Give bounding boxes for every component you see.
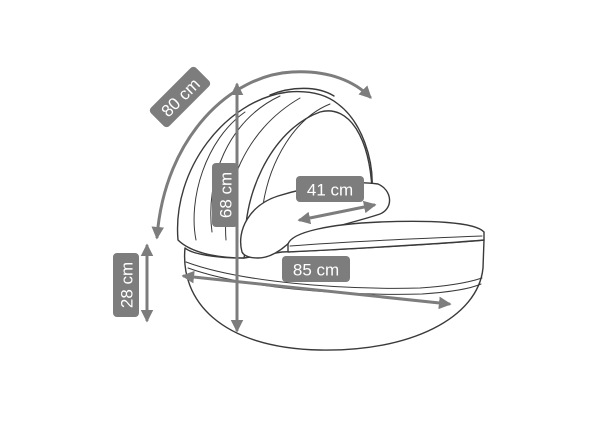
base-height-label-text: 28 cm bbox=[118, 262, 137, 308]
length-dimension-line bbox=[181, 270, 452, 310]
length-label: 85 cm bbox=[282, 256, 350, 282]
dimension-labels: 80 cm 68 cm 28 cm 41 cm 85 cm bbox=[113, 66, 364, 317]
mattress-width-label: 41 cm bbox=[296, 176, 364, 202]
base-height-label: 28 cm bbox=[113, 253, 139, 317]
length-label-text: 85 cm bbox=[293, 261, 339, 280]
height-label-text: 68 cm bbox=[217, 172, 236, 218]
canopy-arc-dimension-line bbox=[151, 70, 372, 240]
mattress-width-dimension-line bbox=[297, 200, 377, 225]
height-label: 68 cm bbox=[212, 163, 238, 227]
mattress-width-label-text: 41 cm bbox=[307, 181, 353, 200]
mattress-edge bbox=[289, 235, 483, 247]
